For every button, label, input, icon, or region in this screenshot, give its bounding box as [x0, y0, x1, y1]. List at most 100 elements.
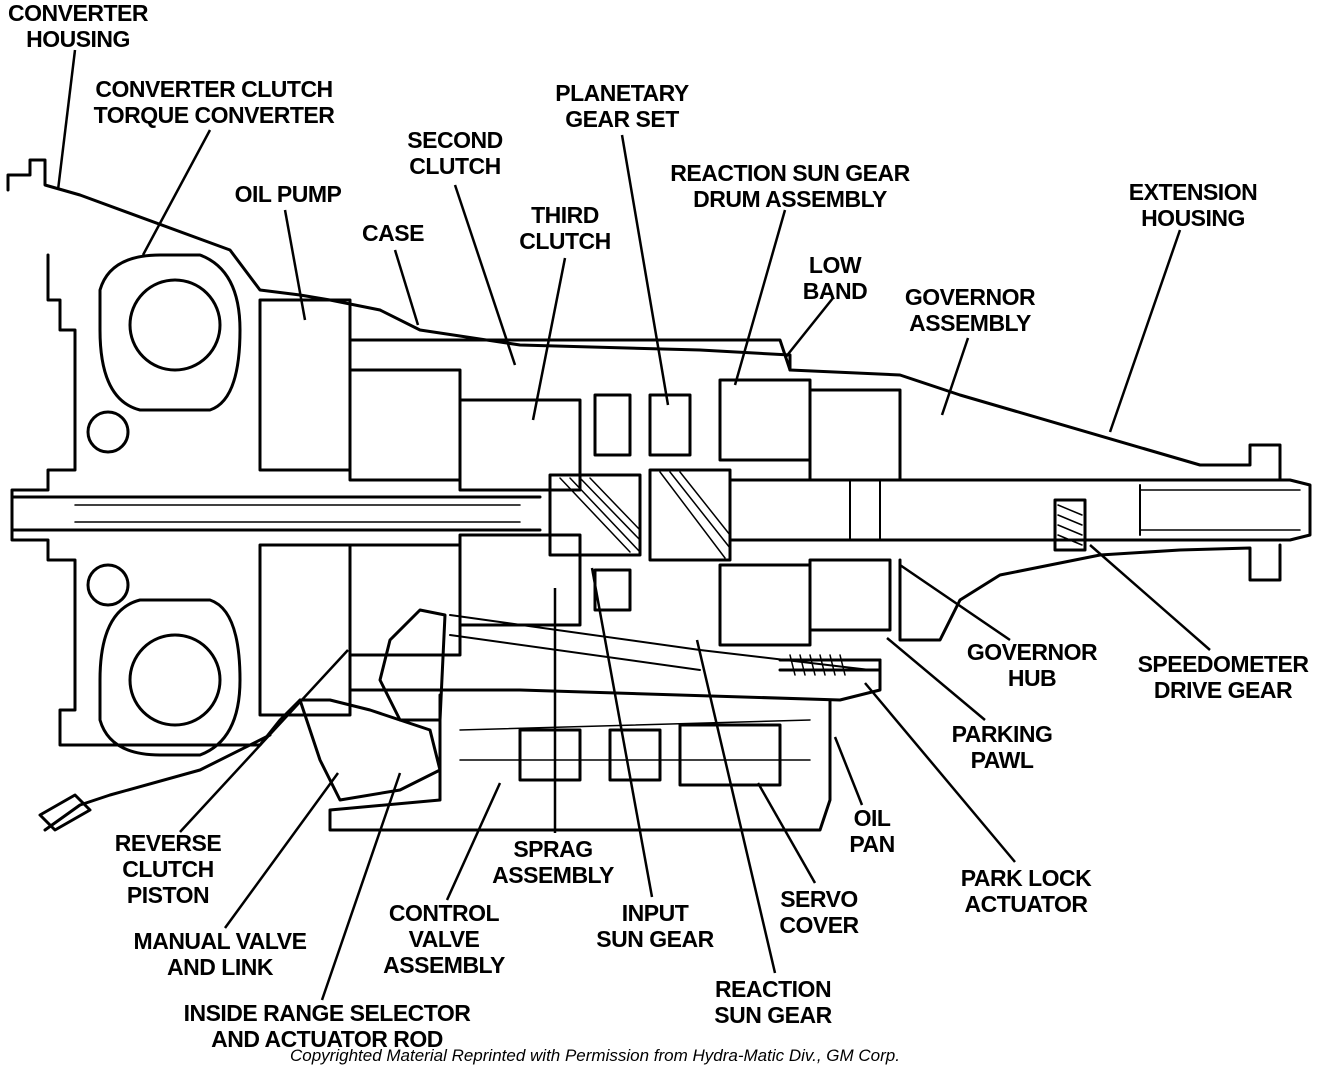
label-line: CONVERTER — [8, 0, 148, 26]
extension-housing-lower — [898, 543, 1282, 642]
label-oil-pump: OIL PUMP — [235, 181, 342, 207]
label-line: DRUM ASSEMBLY — [693, 186, 887, 212]
leader-speedometer — [1089, 544, 1211, 651]
label-line: SPEEDOMETER — [1137, 651, 1309, 677]
converter-torus-lower — [98, 598, 242, 757]
label-oil-pan: OIL PAN — [849, 805, 895, 857]
label-line: SUN GEAR — [596, 926, 714, 952]
label-line: AND LINK — [167, 954, 273, 980]
label-line: HOUSING — [26, 26, 130, 52]
label-reaction-sun-gear-drum: REACTION SUN GEAR DRUM ASSEMBLY — [670, 160, 910, 212]
label-line: MANUAL VALVE — [133, 928, 307, 954]
input-shaft — [10, 495, 542, 532]
label-reaction-sun-gear: REACTION SUN GEAR — [714, 976, 832, 1028]
park-lock-rod — [778, 658, 882, 672]
copyright-credit: Copyrighted Material Reprinted with Perm… — [290, 1046, 900, 1065]
label-line: GOVERNOR — [904, 284, 1036, 310]
label-line: EXTENSION — [1128, 179, 1258, 205]
label-line: GOVERNOR — [966, 639, 1098, 665]
label-line: CLUTCH — [122, 856, 214, 882]
label-line: ACTUATOR — [964, 891, 1088, 917]
label-line: ASSEMBLY — [492, 862, 614, 888]
leader-third-clutch — [531, 257, 567, 421]
label-line: CLUTCH — [519, 228, 611, 254]
label-line: CONVERTER CLUTCH — [95, 76, 333, 102]
manual-valve-linkage — [298, 698, 442, 802]
label-second-clutch: SECOND CLUTCH — [407, 127, 503, 179]
label-line: SECOND — [407, 127, 503, 153]
converter-housing-outline — [6, 158, 792, 372]
label-speedometer-drive-gear: SPEEDOMETER DRIVE GEAR — [1138, 651, 1309, 703]
label-line: AND ACTUATOR ROD — [211, 1026, 443, 1052]
label-line: INSIDE RANGE SELECTOR — [183, 1000, 471, 1026]
label-case: CASE — [362, 220, 424, 246]
leader-governor-assembly — [940, 337, 970, 416]
label-third-clutch: THIRD CLUTCH — [519, 202, 611, 254]
label-line: PAN — [849, 831, 895, 857]
label-sprag-assembly: SPRAG ASSEMBLY — [492, 836, 614, 888]
label-line: SPRAG — [513, 836, 593, 862]
leader-reaction-drum — [733, 209, 787, 386]
planetary-gear-front — [548, 473, 642, 557]
label-parking-pawl: PARKING PAWL — [952, 721, 1053, 773]
oil-pump-body — [258, 298, 352, 472]
leader-control-valve — [445, 782, 502, 901]
label-line: REVERSE — [114, 830, 222, 856]
leader-input-sun-gear — [590, 567, 654, 898]
label-line: INPUT — [621, 900, 689, 926]
label-line: PAWL — [970, 747, 1034, 773]
leader-oil-pan — [833, 736, 864, 806]
leader-governor-hub — [899, 563, 1011, 642]
leader-lines — [56, 49, 1211, 1001]
label-line: CASE — [362, 220, 424, 246]
third-clutch-pack — [458, 398, 582, 492]
label-park-lock-actuator: PARK LOCK ACTUATOR — [961, 865, 1092, 917]
selector-rod — [43, 733, 272, 832]
label-extension-housing: EXTENSION HOUSING — [1128, 179, 1258, 231]
reaction-sun-gear-drum — [718, 378, 812, 462]
label-input-sun-gear: INPUT SUN GEAR — [596, 900, 714, 952]
leader-park-lock — [864, 682, 1016, 863]
label-manual-valve-and-link: MANUAL VALVE AND LINK — [134, 928, 307, 980]
label-line: DRIVE GEAR — [1153, 677, 1293, 703]
leader-manual-valve — [223, 772, 340, 929]
label-line: SERVO — [780, 886, 858, 912]
label-line: PARK LOCK — [960, 865, 1092, 891]
label-line: OIL PUMP — [234, 181, 342, 207]
label-inside-range-selector: INSIDE RANGE SELECTOR AND ACTUATOR ROD — [184, 1000, 471, 1052]
governor-assembly — [808, 388, 902, 482]
leader-case — [393, 249, 420, 326]
label-line: VALVE — [408, 926, 480, 952]
label-line: HOUSING — [1141, 205, 1245, 231]
label-planetary-gear-set: PLANETARY GEAR SET — [555, 80, 689, 132]
label-line: COVER — [779, 912, 859, 938]
leader-low-band — [784, 297, 834, 359]
label-line: REACTION — [714, 976, 832, 1002]
leader-reverse-clutch — [179, 649, 349, 833]
label-governor-assembly: GOVERNOR ASSEMBLY — [904, 284, 1036, 336]
leader-converter-clutch — [141, 129, 212, 256]
label-line: PLANETARY — [555, 80, 689, 106]
label-converter-clutch: CONVERTER CLUTCH TORQUE CONVERTER — [94, 76, 335, 128]
leader-planetary — [620, 134, 670, 406]
label-servo-cover: SERVO COVER — [779, 886, 859, 938]
label-governor-hub: GOVERNOR HUB — [966, 639, 1098, 691]
leader-parking-pawl — [886, 637, 986, 721]
label-reverse-clutch-piston: REVERSE CLUTCH PISTON — [114, 830, 222, 908]
second-clutch-pack — [348, 368, 462, 482]
label-line: PARKING — [951, 721, 1053, 747]
label-line: CONTROL — [388, 900, 500, 926]
leader-range-selector — [320, 772, 402, 1001]
leader-servo-cover — [756, 782, 817, 884]
leader-reaction-sun-gear — [695, 639, 777, 974]
label-line: OIL — [853, 805, 891, 831]
label-line: SUN GEAR — [714, 1002, 832, 1028]
leader-extension-housing — [1108, 229, 1182, 433]
label-low-band: LOW BAND — [803, 252, 868, 304]
label-line: ASSEMBLY — [383, 952, 505, 978]
label-converter-housing: CONVERTER HOUSING — [8, 0, 148, 52]
converter-torus-upper — [98, 253, 242, 412]
label-line: THIRD — [531, 202, 599, 228]
output-shaft — [728, 478, 1312, 542]
